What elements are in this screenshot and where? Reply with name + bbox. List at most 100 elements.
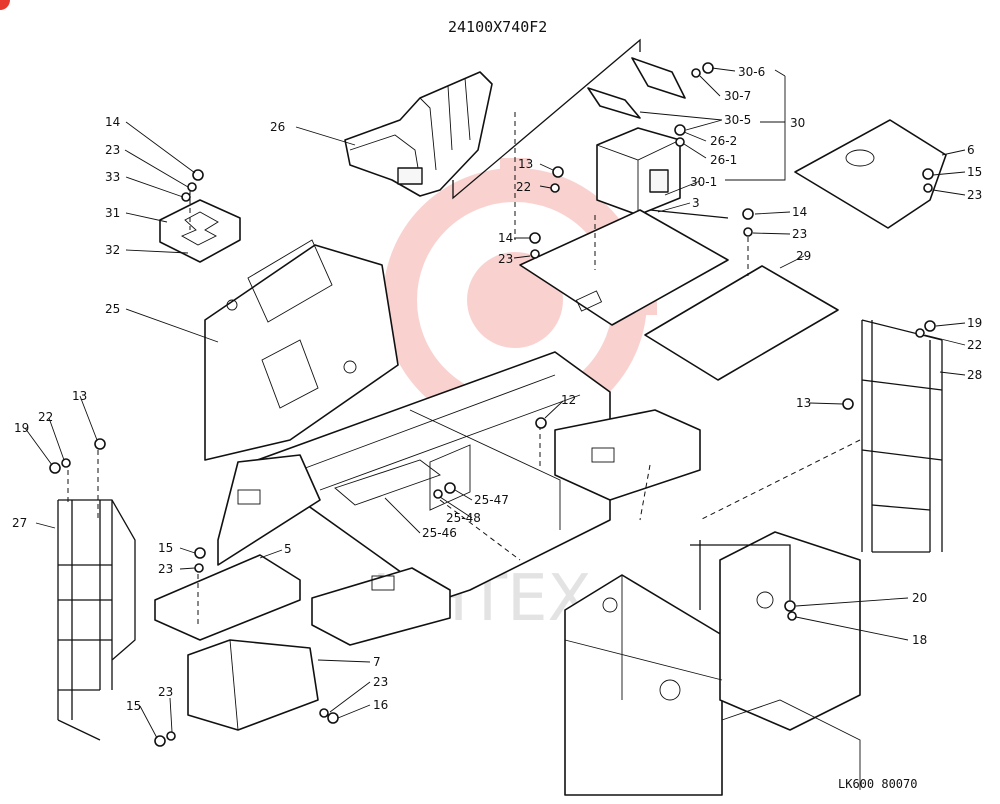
fastener-bolt-13c (94, 438, 106, 450)
callout-23-f: 23 (373, 675, 388, 689)
left-step-plate (217, 454, 321, 566)
fastener-bolt-13 (552, 166, 564, 178)
callout-22-c: 22 (38, 410, 53, 424)
callout-26: 26 (270, 120, 285, 134)
cover-plate-part-5 (154, 554, 301, 641)
leader-lines (24, 67, 966, 739)
callout-23-g: 23 (158, 685, 173, 699)
callout-23-d: 23 (967, 188, 982, 202)
callout-25: 25 (105, 302, 120, 316)
plate-part-32 (180, 211, 219, 246)
fastener-bolt-26-2 (674, 124, 686, 136)
fastener-washer-23g (166, 731, 176, 741)
fastener-bolt-14 (192, 169, 204, 181)
callout-19-a: 19 (967, 316, 982, 330)
fastener-bolt-14c (742, 208, 754, 220)
fastener-bolt-15b (194, 547, 206, 559)
fastener-bolt-13b (842, 398, 854, 410)
callout-20: 20 (912, 591, 927, 605)
callout-30-6: 30-6 (738, 65, 765, 79)
fastener-washer-23d (923, 183, 933, 193)
callout-19-b: 19 (14, 421, 29, 435)
fastener-washer-23c (743, 227, 753, 237)
fastener-nut-33 (181, 192, 191, 202)
callout-13-a: 13 (518, 157, 533, 171)
callout-26-1: 26-1 (710, 153, 737, 167)
fastener-25-48 (433, 489, 443, 499)
seat-mount-box-part-30-1 (596, 127, 681, 216)
bracket-part-30-7 (631, 57, 686, 99)
callout-13-c: 13 (72, 389, 87, 403)
fastener-bolt-12 (535, 417, 547, 429)
fastener-bolt-15c (154, 735, 166, 747)
cover-plate-part-6 (794, 119, 947, 229)
callout-5: 5 (284, 542, 292, 556)
fastener-washer-30-7 (691, 68, 701, 78)
callout-30-1: 30-1 (690, 175, 717, 189)
front-step-box (311, 567, 451, 646)
fastener-nut-18 (787, 611, 797, 621)
callout-29: 29 (796, 249, 811, 263)
callout-18: 18 (912, 633, 927, 647)
fastener-bolt-14b (529, 232, 541, 244)
right-side-box (554, 409, 701, 501)
corner-accent-mark (0, 0, 10, 10)
fastener-bolt-15 (922, 168, 934, 180)
callout-16: 16 (373, 698, 388, 712)
callout-30-5: 30-5 (724, 113, 751, 127)
callout-14-b: 14 (498, 231, 513, 245)
guard-part-7 (187, 639, 319, 731)
callout-30: 30 (790, 116, 805, 130)
seat-part-26 (344, 71, 493, 197)
callout-23-c: 23 (792, 227, 807, 241)
callout-25-46: 25-46 (422, 526, 457, 540)
fastener-nut-19b (49, 462, 61, 474)
fastener-washer-22c (61, 458, 71, 468)
callout-13-b: 13 (796, 396, 811, 410)
fastener-washer-23e (194, 563, 204, 573)
fastener-bolt-16 (327, 712, 339, 724)
bracket-part-30-5 (587, 87, 641, 119)
callout-25-48: 25-48 (446, 511, 481, 525)
callout-32: 32 (105, 243, 120, 257)
fastener-washer-22 (550, 183, 560, 193)
callout-14-c: 14 (792, 205, 807, 219)
callout-15-b: 15 (158, 541, 173, 555)
main-floor-frame (251, 351, 611, 601)
callout-23-e: 23 (158, 562, 173, 576)
callout-6: 6 (967, 143, 975, 157)
fastener-washer-23f (319, 708, 329, 718)
machine-body-lower-right (564, 531, 861, 796)
drawing-code: LK600 80070 (838, 777, 917, 791)
callout-23-a: 23 (105, 143, 120, 157)
callout-15-a: 15 (967, 165, 982, 179)
callout-25-47: 25-47 (474, 493, 509, 507)
callout-28: 28 (967, 368, 982, 382)
callout-30-7: 30-7 (724, 89, 751, 103)
fastener-nut-19 (924, 320, 936, 332)
fastener-washer-23b (530, 249, 540, 259)
callout-22-b: 22 (967, 338, 982, 352)
callout-3: 3 (692, 196, 700, 210)
callout-7: 7 (373, 655, 381, 669)
callout-31: 31 (105, 206, 120, 220)
floor-plate-part-3 (519, 209, 729, 326)
callout-33: 33 (105, 170, 120, 184)
cover-plate-part-29 (644, 265, 839, 381)
callout-22-a: 22 (516, 180, 531, 194)
fastener-25-47 (444, 482, 456, 494)
callout-12: 12 (561, 393, 576, 407)
fastener-washer-20 (784, 600, 796, 612)
callout-23-b: 23 (498, 252, 513, 266)
callout-15-c: 15 (126, 699, 141, 713)
callout-27: 27 (12, 516, 27, 530)
right-ladder-part-28 (861, 319, 943, 553)
fastener-washer-22b (915, 328, 925, 338)
operator-console-part-25 (204, 239, 399, 461)
left-ladder-part-27 (57, 499, 136, 741)
callout-14-a: 14 (105, 115, 120, 129)
fastener-bolt-30-6 (702, 62, 714, 74)
fastener-washer-23 (187, 182, 197, 192)
